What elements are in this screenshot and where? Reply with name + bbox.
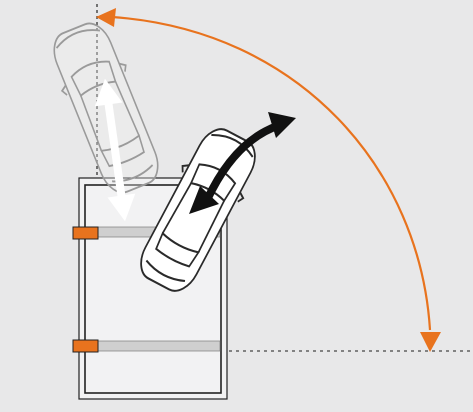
rotation-curved-arrow [203, 121, 282, 202]
rotation-arc-arrow [111, 15, 432, 331]
rotation-arrowhead-top [268, 112, 296, 138]
move-arrow [94, 78, 136, 222]
upper-sensor-mount [72, 226, 99, 240]
lower-sensor-mount [72, 339, 99, 353]
arc-arrowhead-left [96, 8, 116, 27]
lower-beam [85, 340, 221, 352]
arc-arrowhead-bottom [420, 332, 441, 352]
rotation-arrowhead-bottom [189, 186, 219, 214]
